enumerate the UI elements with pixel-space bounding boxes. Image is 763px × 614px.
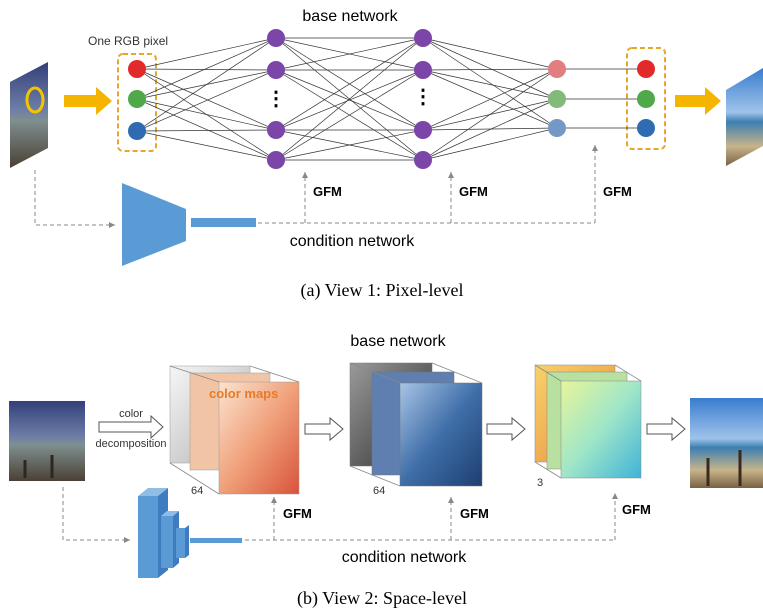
input-node <box>128 122 146 140</box>
decomposition-label: decomposition <box>96 438 167 450</box>
arrow-to-output <box>646 416 686 442</box>
hidden2-node <box>414 61 432 79</box>
network-edge <box>136 37 277 100</box>
panel-pixel-level: One RGB pixel ⋮ ⋮ base network GFM GFM G… <box>10 8 763 301</box>
color-maps-stack <box>169 365 300 495</box>
network-edge <box>136 98 277 161</box>
hidden1-node <box>267 121 285 139</box>
network-edge <box>422 68 558 71</box>
network-edge <box>275 69 424 161</box>
pre-output-node <box>548 90 566 108</box>
output-photo <box>726 68 763 166</box>
output-node <box>637 119 655 137</box>
output-node <box>637 60 655 78</box>
output-photo-bottom <box>690 398 763 488</box>
network-edge <box>275 37 424 131</box>
pre-output-node <box>548 119 566 137</box>
channels-3: 3 <box>537 477 543 489</box>
gfm-label-3: GFM <box>603 184 632 199</box>
network-edge <box>422 37 558 100</box>
network-edge <box>136 130 277 161</box>
panel-space-level: base network color decomposition color m… <box>9 333 763 609</box>
network-edge <box>136 37 277 70</box>
condition-input-arrow <box>34 170 115 228</box>
input-node <box>128 60 146 78</box>
color-label: color <box>119 408 143 420</box>
network-edge <box>136 37 277 132</box>
condition-encoder-shape <box>122 183 186 266</box>
feature-maps-stack-64 <box>349 362 483 487</box>
input-photo <box>10 62 48 168</box>
network-edge <box>136 129 277 132</box>
condition-cnn-blocks <box>138 488 242 578</box>
output-pixel-box <box>626 47 666 150</box>
gfm-label-b3: GFM <box>622 502 651 517</box>
input-node <box>128 90 146 108</box>
arrow-to-base-1 <box>304 416 344 442</box>
input-photo-bottom <box>9 401 85 481</box>
network-edge <box>422 127 558 131</box>
network-nodes <box>128 29 655 169</box>
network-edge <box>136 98 277 131</box>
network-edge <box>422 37 558 129</box>
color-maps-label: color maps <box>209 386 278 401</box>
arrow-to-base-2 <box>486 416 526 442</box>
input-arrow <box>64 87 112 115</box>
channels-64-a: 64 <box>191 485 203 497</box>
network-edge <box>275 37 424 71</box>
hidden-layer2-ellipsis: ⋮ <box>413 86 433 108</box>
gfm-label-1: GFM <box>313 184 342 199</box>
pixel-highlight-ring <box>25 86 45 114</box>
network-connections <box>136 37 646 161</box>
condition-network-label-top: condition network <box>290 233 416 250</box>
rgb-pixel-label: One RGB pixel <box>88 34 168 48</box>
hidden1-node <box>267 61 285 79</box>
hidden2-node <box>414 29 432 47</box>
network-edge <box>275 129 424 161</box>
feature-maps-stack-3 <box>534 364 642 479</box>
pre-output-node <box>548 60 566 78</box>
base-network-label-top: base network <box>302 8 398 25</box>
decomposition-arrow <box>98 414 164 440</box>
caption-a: (a) View 1: Pixel-level <box>300 280 463 301</box>
gfm-label-b1: GFM <box>283 506 312 521</box>
hidden-layer1-ellipsis: ⋮ <box>266 88 286 110</box>
gfm-label-b2: GFM <box>460 506 489 521</box>
hidden2-node <box>414 121 432 139</box>
input-pixel-box <box>117 53 157 152</box>
base-network-label-bottom: base network <box>350 333 446 350</box>
output-arrow <box>675 87 721 115</box>
network-edge <box>422 69 558 129</box>
network-edge <box>422 37 558 70</box>
condition-network-label-bottom: condition network <box>342 549 468 566</box>
output-node <box>637 90 655 108</box>
channels-64-b: 64 <box>373 485 385 497</box>
network-edge <box>422 69 558 100</box>
network-edge <box>422 127 558 161</box>
network-edge <box>136 68 277 131</box>
caption-b: (b) View 2: Space-level <box>297 588 467 609</box>
network-edge <box>275 69 424 131</box>
condition-input-arrow-bottom <box>62 487 130 543</box>
gfm-label-2: GFM <box>459 184 488 199</box>
network-edge <box>422 68 558 131</box>
network-edge <box>422 98 558 161</box>
hidden2-node <box>414 151 432 169</box>
network-edge <box>275 37 424 161</box>
hidden1-node <box>267 151 285 169</box>
hidden1-node <box>267 29 285 47</box>
network-edge <box>422 68 558 161</box>
network-edge <box>136 69 277 132</box>
network-edge <box>136 68 277 71</box>
condition-vector <box>191 218 256 227</box>
